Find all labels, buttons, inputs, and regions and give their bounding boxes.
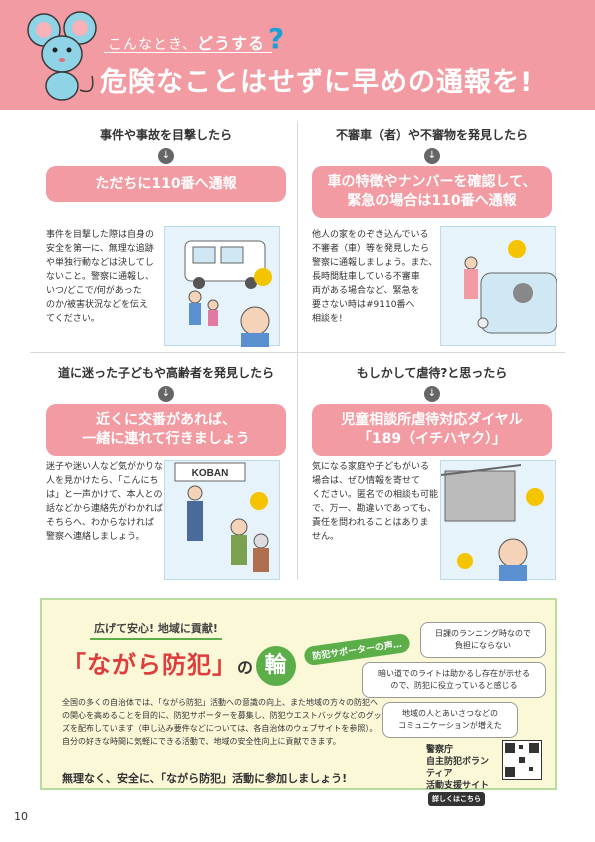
nagara-logo: 「ながら防犯」の輪 bbox=[62, 645, 297, 686]
page-number: 10 bbox=[14, 810, 28, 823]
support-site-link[interactable]: 警察庁 自主防犯ボランティア 活動支援サイト詳しくはこちら bbox=[426, 744, 498, 806]
site-label: 自主防犯ボランティア bbox=[426, 757, 490, 779]
arrow-down-icon: ↓ bbox=[424, 386, 440, 402]
suspicious-illustration bbox=[440, 226, 558, 346]
wa-circle-icon: 輪 bbox=[256, 646, 297, 686]
case-description: 迷子や迷い人など気がかりな 人を見かけたら、「こんにち は」と一声かけて、本人と… bbox=[46, 462, 164, 542]
grid-horizontal-divider bbox=[30, 352, 565, 353]
nagara-bouhan-panel: 広げて安心! 地域に貢献! 「ながら防犯」の輪 全国の多くの自治体では、「ながら… bbox=[40, 598, 557, 806]
case-action-box: ただちに110番へ通報 bbox=[46, 166, 286, 202]
case-action-box: 車の特徴やナンバーを確認して、 緊急の場合は110番へ通報 bbox=[312, 166, 552, 218]
voice-bubble: 地域の人とあいさつなどの コミュニケーションが増えた bbox=[382, 702, 518, 738]
header-subtitle: こんなとき、どうする bbox=[108, 34, 266, 53]
qr-code-icon bbox=[502, 740, 542, 780]
subtitle-underline bbox=[104, 52, 272, 53]
case-heading: 事件や事故を目撃したら bbox=[99, 128, 232, 142]
case-description: 事件を目撃した際は自身の 安全を第一に、無理な追跡 や単独行動などは決してし な… bbox=[46, 230, 155, 324]
koban-scene-icon: KOBAN bbox=[174, 462, 269, 572]
site-label: 活動支援サイト詳しくはこちら bbox=[426, 780, 498, 806]
panel-body: 全国の多くの自治体では、「ながら防犯」活動への意識の向上、また地域の方々の防犯へ… bbox=[62, 698, 382, 746]
site-label: 警察庁 bbox=[426, 745, 454, 755]
details-button[interactable]: 詳しくはこちら bbox=[428, 792, 485, 806]
case-heading: 道に迷った子どもや高齢者を発見したら bbox=[57, 366, 274, 380]
witness-illustration bbox=[164, 226, 280, 347]
case-witness: 事件や事故を目撃したら ↓ ただちに110番へ通報 bbox=[36, 126, 296, 202]
lost-person-illustration: KOBAN bbox=[164, 460, 280, 580]
arrow-down-icon: ↓ bbox=[158, 148, 174, 164]
header-panel bbox=[60, 8, 570, 102]
panel-header: 広げて安心! 地域に貢献! bbox=[90, 620, 222, 640]
case-abuse: もしかして虐待?と思ったら ↓ 児童相談所虐待対応ダイヤル 「189（イチハヤク… bbox=[302, 364, 562, 456]
voice-bubble: 暗い道でのライトは助かるし存在が示せる ので、防犯に役立っていると感じる bbox=[362, 662, 546, 698]
header-band: こんなとき、どうする ? 危険なことはせずに早めの通報を! bbox=[0, 0, 595, 110]
voice-bubble: 日課のランニング時なので 負担にならない bbox=[420, 622, 546, 658]
question-mark-icon: ? bbox=[268, 22, 285, 55]
case-heading: 不審車（者）や不審物を発見したら bbox=[335, 128, 528, 142]
witness-scene-icon bbox=[184, 240, 272, 347]
panel-call-to-action: 無理なく、安全に、「ながら防犯」活動に参加しましょう! bbox=[62, 772, 348, 785]
case-suspicious: 不審車（者）や不審物を発見したら ↓ 車の特徴やナンバーを確認して、 緊急の場合… bbox=[302, 126, 562, 218]
case-action-box: 近くに交番があれば、 一緒に連れて行きましょう bbox=[46, 404, 286, 456]
case-description: 他人の家をのぞき込んでいる 不審者（車）等を発見したら 警察に通報しましょう。ま… bbox=[312, 230, 438, 324]
koban-sign: KOBAN bbox=[192, 468, 229, 479]
mouse-mascot-icon bbox=[27, 11, 97, 101]
case-lost-person: 道に迷った子どもや高齢者を発見したら ↓ 近くに交番があれば、 一緒に連れて行き… bbox=[36, 364, 296, 456]
case-description: 気になる家庭や子どもがいる 場合は、ぜひ情報を寄せて ください。匿名での相談も可… bbox=[312, 462, 439, 542]
grid-vertical-divider bbox=[297, 122, 298, 580]
case-heading: もしかして虐待?と思ったら bbox=[356, 366, 508, 380]
case-action-box: 児童相談所虐待対応ダイヤル 「189（イチハヤク）」 bbox=[312, 404, 552, 456]
abuse-scene-icon bbox=[440, 464, 544, 581]
page-title: 危険なことはせずに早めの通報を! bbox=[100, 67, 534, 98]
arrow-down-icon: ↓ bbox=[158, 386, 174, 402]
abuse-illustration bbox=[440, 460, 556, 581]
arrow-down-icon: ↓ bbox=[424, 148, 440, 164]
suspicious-scene-icon bbox=[464, 240, 558, 334]
